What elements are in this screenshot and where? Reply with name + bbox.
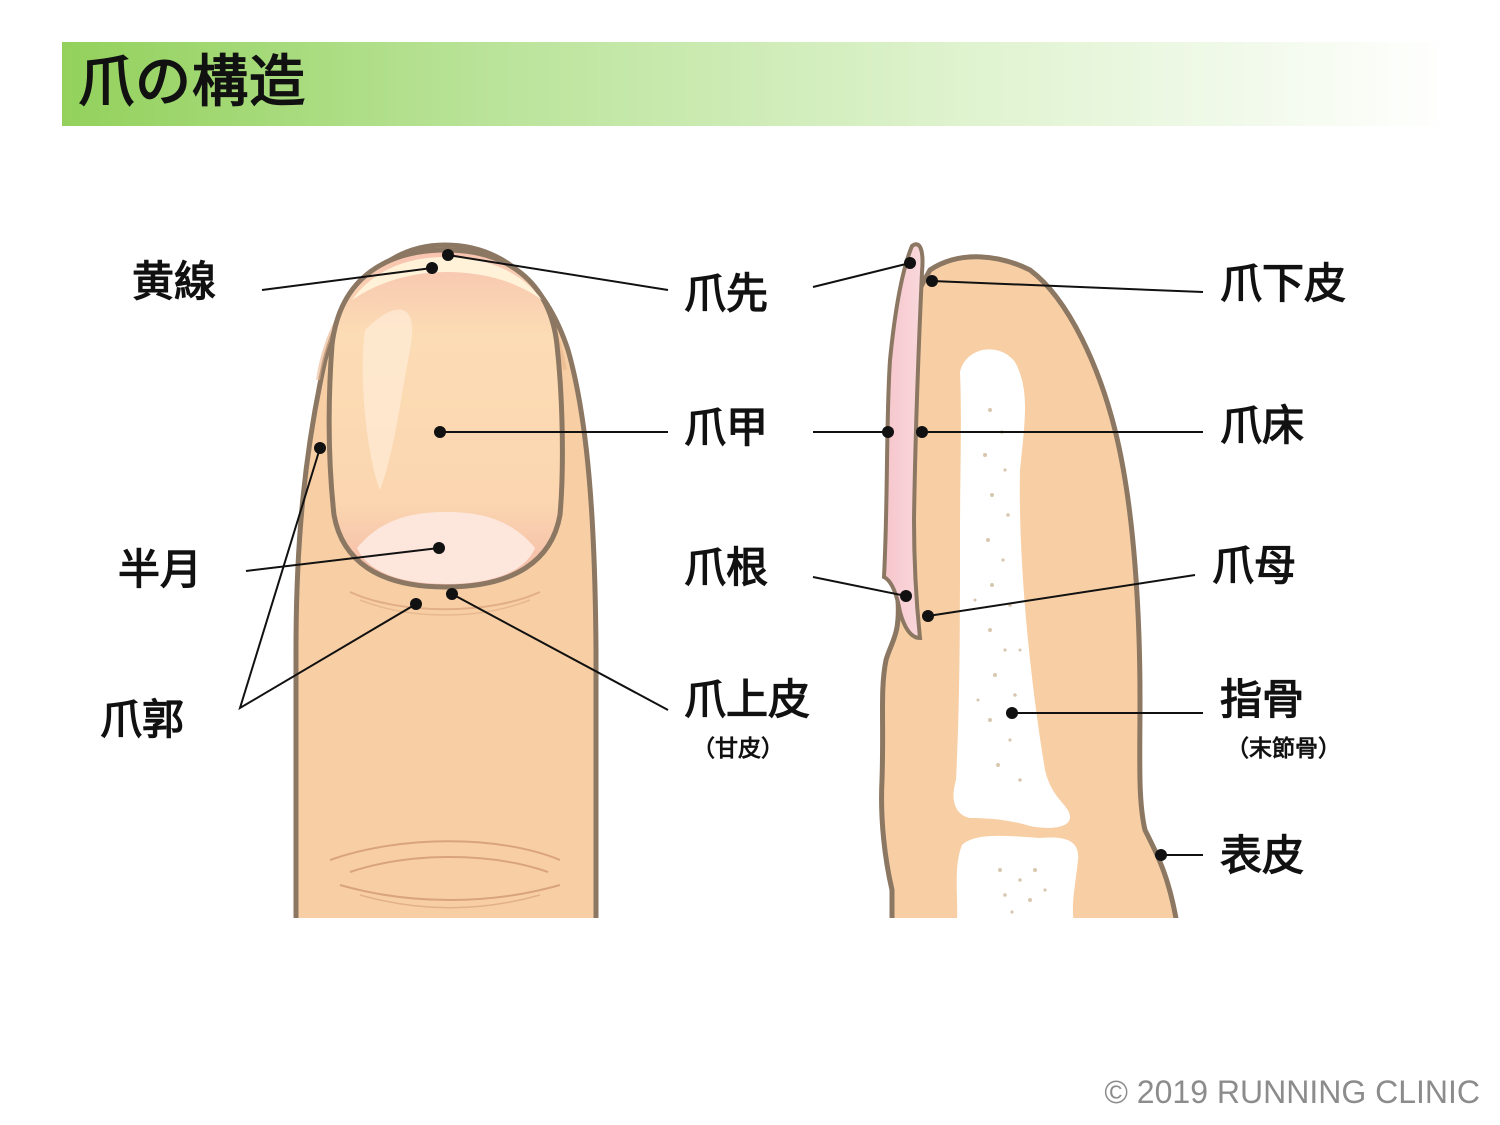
label-nail-bed: 爪床 bbox=[1220, 401, 1305, 450]
leader-eponychium bbox=[451, 593, 669, 711]
leader-hyponychium bbox=[931, 280, 1204, 293]
label-free-edge: 爪先 bbox=[684, 269, 769, 318]
front-lunula bbox=[357, 512, 535, 584]
label-eponychium: 爪上皮 bbox=[684, 675, 811, 724]
side-bone-middle bbox=[956, 835, 1079, 918]
leader-dots bbox=[314, 249, 1167, 861]
side-bone-distal bbox=[953, 349, 1070, 828]
label-epidermis: 表皮 bbox=[1220, 831, 1305, 880]
side-nail bbox=[881, 242, 925, 641]
page-title: 爪の構造 bbox=[78, 50, 306, 115]
copyright-notice: © 2019 RUNNING CLINIC bbox=[1104, 1074, 1480, 1110]
leader-lunula bbox=[245, 547, 440, 572]
leader-side-free-edge bbox=[812, 262, 911, 288]
label-hyponychium: 爪下皮 bbox=[1220, 259, 1347, 308]
leader-nail-root bbox=[812, 576, 907, 597]
leader-nail-fold bbox=[238, 447, 417, 711]
leader-free-edge bbox=[447, 254, 669, 291]
label-nail-root: 爪根 bbox=[684, 543, 769, 592]
leader-nail-matrix bbox=[927, 574, 1196, 617]
label-nail-body: 爪甲 bbox=[684, 403, 769, 452]
front-finger bbox=[293, 242, 599, 918]
side-finger-skin bbox=[879, 254, 1179, 918]
leader-yellow-line bbox=[261, 267, 433, 291]
side-finger bbox=[879, 242, 1179, 918]
label-nail-fold: 爪郭 bbox=[100, 695, 185, 744]
label-yellow-line: 黄線 bbox=[132, 257, 217, 306]
label-phalanx-note: （末節骨） bbox=[1226, 736, 1341, 762]
title-bar bbox=[62, 42, 1452, 126]
label-phalanx: 指骨 bbox=[1220, 675, 1305, 724]
label-nail-matrix: 爪母 bbox=[1212, 541, 1297, 590]
label-lunula: 半月 bbox=[118, 545, 203, 594]
leader-lines bbox=[238, 254, 1204, 856]
label-eponychium-note: （甘皮） bbox=[692, 736, 784, 762]
